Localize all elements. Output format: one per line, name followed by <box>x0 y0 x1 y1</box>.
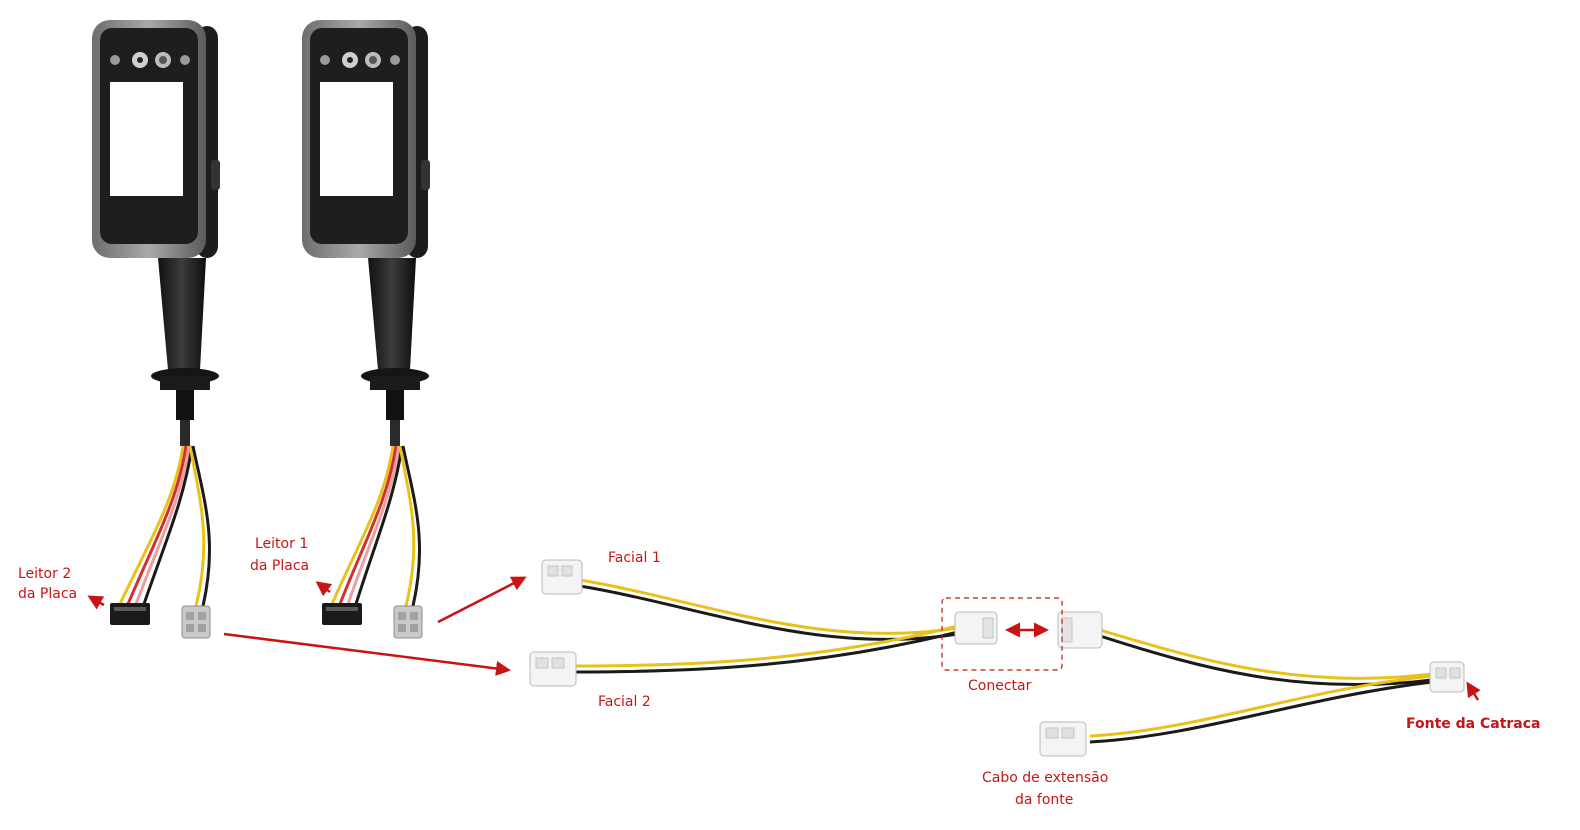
power-connector-2 <box>181 605 211 639</box>
device-screen <box>110 82 183 196</box>
label-cabo-extensao-line2: da fonte <box>1015 792 1073 808</box>
camera-sensors-icon <box>320 52 400 68</box>
reader-connector-1 <box>322 603 362 625</box>
connector-extension-source <box>1039 721 1087 757</box>
extension-cable <box>1039 611 1465 757</box>
facial-reader-2 <box>92 20 220 639</box>
facial-reader-1 <box>302 20 430 639</box>
y-cable <box>529 559 998 687</box>
connector-facial-2 <box>529 651 577 687</box>
reader-connector-2 <box>110 603 150 625</box>
label-leitor-1-line1: Leitor 1 <box>255 536 308 552</box>
arrow-leitor-1 <box>315 581 333 597</box>
device-screen <box>320 82 393 196</box>
annotation-arrows <box>87 576 1481 701</box>
label-fonte-catraca: Fonte da Catraca <box>1406 716 1541 732</box>
power-connector-1 <box>393 605 423 639</box>
label-facial-2: Facial 2 <box>598 694 651 710</box>
label-cabo-extensao-line1: Cabo de extensão <box>982 770 1108 786</box>
connector-catraca <box>1429 661 1465 693</box>
arrow-leitor-2 <box>87 595 105 610</box>
arrow-to-facial-2 <box>223 632 511 676</box>
label-leitor-2-line2: da Placa <box>18 586 77 602</box>
connector-extension-start <box>1057 611 1103 649</box>
connector-y-cable-end <box>954 611 998 645</box>
label-leitor-2-line1: Leitor 2 <box>18 566 71 582</box>
label-conectar: Conectar <box>968 678 1032 694</box>
connect-highlight-box <box>941 597 1063 671</box>
arrow-to-facial-1 <box>437 576 527 624</box>
camera-sensors-icon <box>110 52 190 68</box>
connector-facial-1 <box>541 559 583 595</box>
arrow-fonte-catraca <box>1466 681 1481 701</box>
label-facial-1: Facial 1 <box>608 550 661 566</box>
label-leitor-1-line2: da Placa <box>250 558 309 574</box>
